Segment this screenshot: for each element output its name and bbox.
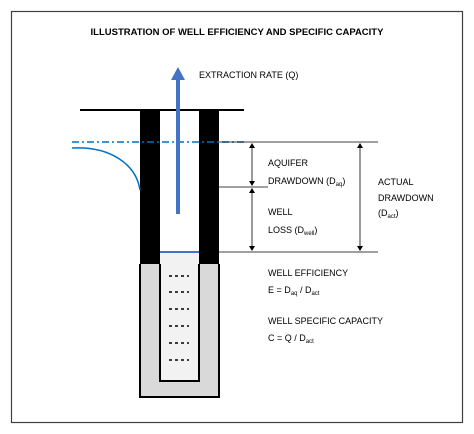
well-efficiency-equation: E = Daq / Dact bbox=[268, 285, 320, 297]
actual-drawdown-dimension bbox=[357, 143, 363, 251]
well-efficiency-heading: WELL EFFICIENCY bbox=[268, 268, 348, 278]
well-screen-outline bbox=[139, 264, 220, 398]
casing-left-wall bbox=[140, 110, 160, 264]
extraction-arrow-head bbox=[171, 67, 185, 80]
diagram-border bbox=[10, 10, 464, 424]
casing-right-wall bbox=[199, 110, 219, 264]
actual-drawdown-label-line3: (Dact) bbox=[378, 208, 399, 220]
drawdown-cone-curve bbox=[71, 147, 141, 191]
well-loss-label-line2: LOSS (Dwell) bbox=[268, 225, 317, 237]
aquifer-drawdown-label-line1: AQUIFER bbox=[268, 158, 309, 168]
specific-capacity-heading: WELL SPECIFIC CAPACITY bbox=[268, 316, 383, 326]
actual-drawdown-label-line1: ACTUAL bbox=[378, 177, 414, 187]
well-loss-label-line1: WELL bbox=[268, 207, 293, 217]
diagram-title: ILLUSTRATION OF WELL EFFICIENCY AND SPEC… bbox=[91, 27, 385, 38]
actual-drawdown-label-line2: DRAWDOWN bbox=[378, 193, 434, 203]
aquifer-drawdown-dimension bbox=[249, 143, 255, 186]
well-water-inner bbox=[160, 252, 199, 381]
specific-capacity-equation: C = Q / Dact bbox=[268, 333, 314, 345]
extraction-rate-label: EXTRACTION RATE (Q) bbox=[199, 70, 298, 80]
well-loss-dimension bbox=[249, 188, 255, 251]
aquifer-drawdown-label-line2: DRAWDOWN (Daq) bbox=[268, 176, 345, 188]
